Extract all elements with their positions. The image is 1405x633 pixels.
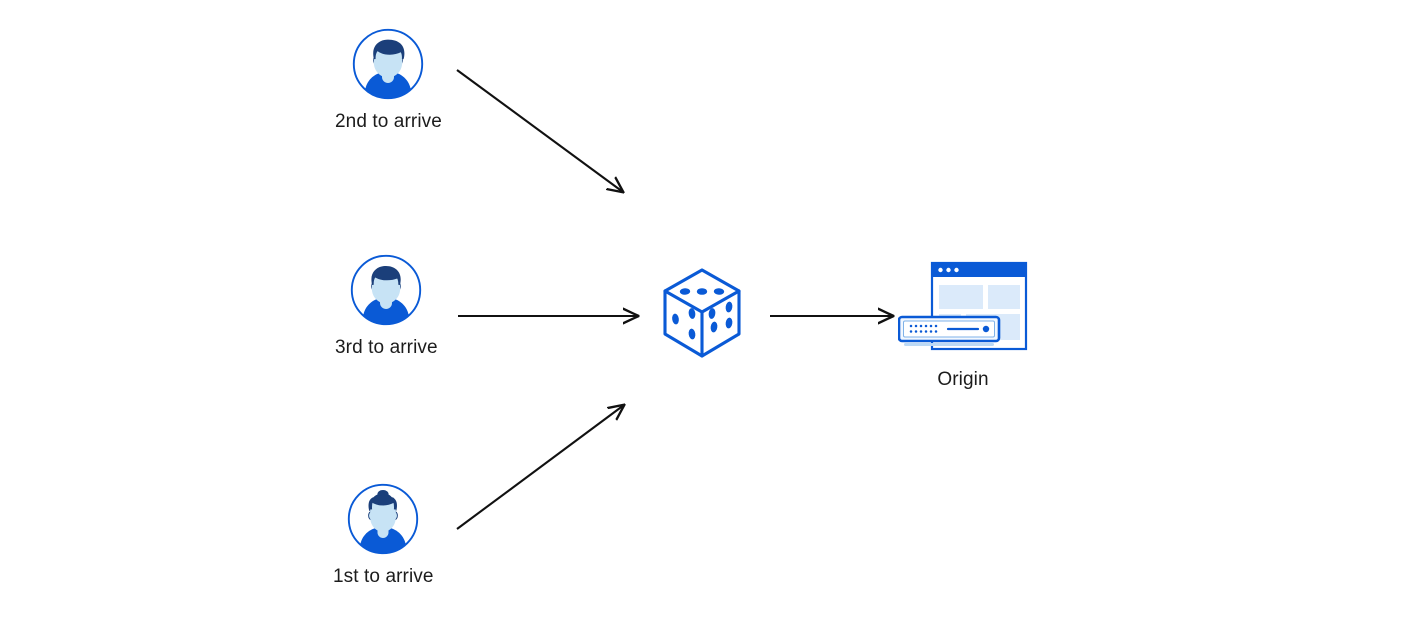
user-avatar-icon (346, 482, 420, 556)
origin-server-icon (897, 261, 1028, 357)
node-label: 3rd to arrive (335, 337, 438, 358)
dice-icon (659, 266, 745, 362)
node-client-2nd[interactable]: 2nd to arrive (335, 27, 442, 134)
router-device-icon (897, 315, 1001, 346)
node-origin[interactable]: Origin (897, 261, 1028, 392)
node-client-3rd[interactable]: 3rd to arrive (335, 253, 438, 360)
node-label: 2nd to arrive (335, 111, 442, 132)
node-randomizer[interactable] (659, 266, 745, 372)
node-label: 1st to arrive (333, 566, 434, 587)
user-avatar-icon (349, 253, 423, 327)
node-label: Origin (937, 369, 989, 390)
node-client-1st[interactable]: 1st to arrive (333, 482, 434, 589)
user-avatar-icon (351, 27, 425, 101)
edge-1st-to-dice (456, 405, 624, 530)
edge-2nd-to-dice (456, 69, 623, 192)
